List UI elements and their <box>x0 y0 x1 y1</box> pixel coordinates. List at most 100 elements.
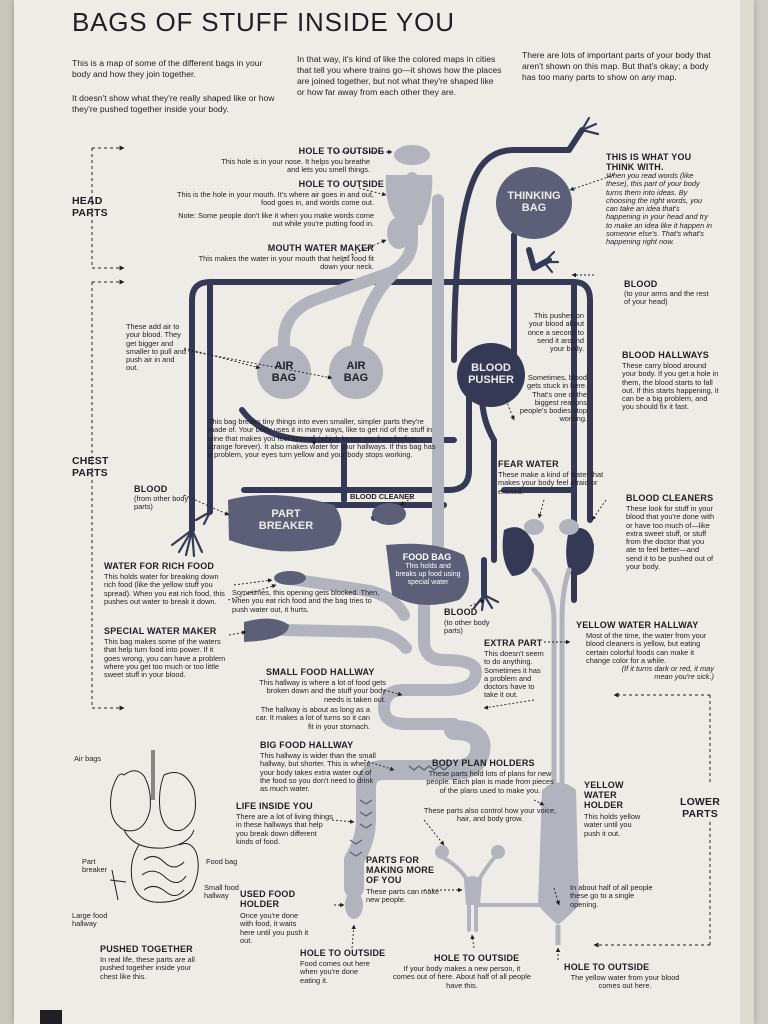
used-food-text: Once you're done with food, it waits her… <box>240 911 309 945</box>
special-water-text: This bag makes some of the waters that h… <box>104 637 226 680</box>
chest-blood-text: (from other body parts) <box>134 494 189 512</box>
hallway-chevrons <box>349 765 450 857</box>
book-spine-shadow <box>0 0 14 1024</box>
lower-blood-text: (to other body parts) <box>444 618 490 636</box>
extra-part-heading: EXTRA PART <box>484 638 543 648</box>
chest-bags <box>228 343 594 642</box>
group-brackets <box>91 145 711 948</box>
reproductive-parts <box>442 856 551 932</box>
single-opening-note: In about half of all people these go to … <box>570 883 653 909</box>
mouth-hole-note: Note: Some people don't like it when you… <box>178 211 374 229</box>
yellow-holder-heading: YELLOW WATER HOLDER <box>584 780 624 811</box>
inset-label-small-hallway: Small food hallway <box>204 883 239 901</box>
fear-water-text: These make a kind of water that makes yo… <box>498 470 604 496</box>
food-exit-text: Food comes out here when you're done eat… <box>300 959 370 985</box>
part-breaker-label: PART BREAKER <box>258 508 314 533</box>
yellow-holder-text: This holds yellow water until you push i… <box>584 812 641 838</box>
group-lower-parts: LOWER PARTS <box>679 796 721 820</box>
part-breaker-note: This bag breaks tiny things into even sm… <box>208 417 436 460</box>
inset-anatomy-sketch <box>109 750 199 903</box>
inset-label-part-breaker: Part breaker <box>82 857 108 875</box>
yellow-exit-heading: HOLE TO OUTSIDE <box>564 962 650 972</box>
yellow-hallway-text: Most of the time, the water from your bl… <box>586 631 707 665</box>
saliva-heading: MOUTH WATER MAKER <box>267 243 374 253</box>
blood-head-heading: BLOOD <box>624 279 658 289</box>
big-food-hallway <box>344 720 491 898</box>
blood-pusher-note: This pushes on your blood about once a s… <box>527 311 584 354</box>
inset-label-air-bags: Air bags <box>74 754 102 763</box>
birth-exit-heading: HOLE TO OUTSIDE <box>434 953 520 963</box>
birth-exit-text: If your body makes a new person, it come… <box>392 964 532 990</box>
intro-col3-emphasis: any <box>641 72 656 82</box>
blood-cleaner-small-label: BLOOD CLEANER <box>350 492 415 501</box>
next-page-edge <box>740 0 754 1024</box>
intro-col3-text-b: map. <box>655 72 677 82</box>
blood-head-text: (to your arms and the rest of your head) <box>624 289 709 307</box>
life-inside-text: There are a lot of living things in thes… <box>236 812 333 846</box>
life-inside-heading: LIFE INSIDE YOU <box>236 801 313 811</box>
yellow-exit-text: The yellow water from your blood comes o… <box>570 973 680 991</box>
small-food-hallway-text2: The hallway is about as long as a car. I… <box>255 705 370 731</box>
plan-holder-right <box>491 845 505 859</box>
intro-col1-p1: This is a map of some of the different b… <box>72 58 263 79</box>
mouth-hole-heading: HOLE TO OUTSIDE <box>298 179 384 189</box>
yellow-water-holder-shape <box>538 782 579 925</box>
used-food-heading: USED FOOD HOLDER <box>240 889 296 910</box>
food-bag-label: FOOD BAG <box>402 552 452 562</box>
making-part-shape <box>464 876 482 905</box>
head-structures <box>385 145 572 249</box>
small-food-hallway-text: This hallway is where a lot of food gets… <box>259 678 386 704</box>
air-bag-left-label: AIR BAG <box>271 360 297 385</box>
plan-holder-left <box>435 845 449 859</box>
making-more-text: These parts can make new people. <box>366 887 440 905</box>
yellow-hallway-heading: YELLOW WATER HALLWAY <box>576 620 699 630</box>
blood-cleaners-heading: BLOOD CLEANERS <box>626 493 714 503</box>
food-exit-heading: HOLE TO OUTSIDE <box>300 948 386 958</box>
body-plan-text2: These parts also control how your voice,… <box>423 806 557 824</box>
big-food-hallway-heading: BIG FOOD HALLWAY <box>260 740 354 750</box>
inset-label-food-bag: Food bag <box>206 857 238 866</box>
special-water-heading: SPECIAL WATER MAKER <box>104 626 217 636</box>
air-bag-note: These add air to your blood. They get bi… <box>126 322 186 373</box>
rich-water-text: This holds water for breaking down rich … <box>104 572 225 606</box>
group-head-parts: HEAD PARTS <box>72 195 108 219</box>
nose-hole-heading: HOLE TO OUTSIDE <box>298 146 384 156</box>
air-bag-right-label: AIR BAG <box>343 360 369 385</box>
group-chest-parts: CHEST PARTS <box>72 455 109 479</box>
pushed-together-heading: PUSHED TOGETHER <box>100 944 193 954</box>
making-more-heading: PARTS FOR MAKING MORE OF YOU <box>366 855 435 886</box>
nose-hole-text: This hole is in your nose. It helps you … <box>221 157 370 175</box>
think-heading: THIS IS WHAT YOU THINK WITH. <box>606 152 692 173</box>
used-food-holder-shape <box>345 891 363 919</box>
yellow-water-hallways <box>531 567 572 793</box>
big-food-hallway-text: This hallway is wider than the small hal… <box>260 751 376 794</box>
intro-col1-p2: It doesn't show what they're really shap… <box>72 93 275 114</box>
blood-pusher-label: BLOOD PUSHER <box>468 362 514 387</box>
blood-hallways-text: These carry blood around your body. If y… <box>622 361 719 412</box>
blood-branches <box>170 116 600 612</box>
thinking-bag-label: THINKING BAG <box>507 190 561 215</box>
saliva-text: This makes the water in your mouth that … <box>198 254 374 272</box>
body-map-diagram <box>91 116 711 960</box>
page-title: BAGS OF STUFF INSIDE YOU <box>72 7 455 37</box>
lower-blood-heading: BLOOD <box>444 607 478 617</box>
fear-water-heading: FEAR WATER <box>498 459 559 469</box>
mouth-hole-text: This is the hole in your mouth. It's whe… <box>177 190 374 208</box>
small-food-hallway-heading: SMALL FOOD HALLWAY <box>266 667 375 677</box>
intro-col2: In that way, it's kind of like the color… <box>297 54 502 97</box>
body-plan-text: These parts hold lots of plans for new p… <box>426 769 554 795</box>
body-plan-heading: BODY PLAN HOLDERS <box>432 758 535 768</box>
food-bag-text: This holds and breaks up food using spec… <box>395 563 461 586</box>
pushed-together-text: In real life, these parts are all pushed… <box>100 955 195 981</box>
think-text: When you read words (like these), this p… <box>606 171 713 247</box>
extra-part-text: This doesn't seem to do anything. Someti… <box>484 649 544 700</box>
yellow-hallway-note: (If it turns dark or red, it may mean yo… <box>621 664 714 682</box>
rich-water-heading: WATER FOR RICH FOOD <box>104 561 215 571</box>
blocked-opening-note: Sometimes, this opening gets blocked. Th… <box>232 588 380 614</box>
blood-pusher-note2: Sometimes, blood gets stuck in here. Tha… <box>519 373 587 424</box>
intro-col3: There are lots of important parts of you… <box>522 50 722 83</box>
page-corner-tab <box>40 1010 62 1024</box>
blood-hallways-heading: BLOOD HALLWAYS <box>622 350 709 360</box>
blood-cleaners-text: These look for stuff in your blood that … <box>626 504 715 571</box>
chest-blood-heading: BLOOD <box>134 484 168 494</box>
